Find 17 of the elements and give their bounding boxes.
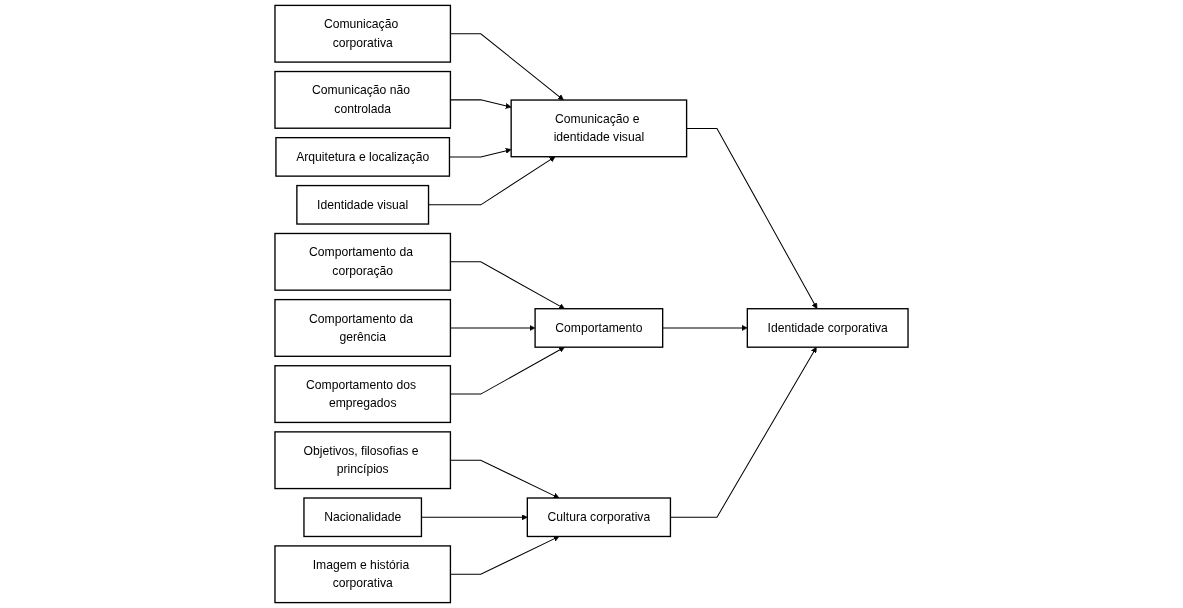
node-box: Comportamento da gerência [274,298,452,357]
node-box: Identidade visual [296,184,430,225]
node-box: Objetivos, filosofias e princípios [274,431,452,490]
node-box: Comunicação não controlada [274,70,452,129]
node-box: Identidade corporativa [746,308,909,348]
node-box: Comunicação e identidade visual [510,99,688,158]
node-box: Comportamento da corporação [274,232,452,291]
node-box: Comunicação corporativa [274,4,452,63]
arrow [686,127,818,309]
node-box: Imagem e história corporativa [274,545,452,604]
arrow [662,325,748,331]
node-box: Nacionalidade [303,497,423,538]
node-box: Comportamento dos empregados [274,365,452,424]
node-box: Arquitetura e localização [275,137,451,177]
arrow [428,156,556,206]
node-box: Cultura corporativa [526,497,672,538]
node-box: Comportamento [534,308,664,348]
